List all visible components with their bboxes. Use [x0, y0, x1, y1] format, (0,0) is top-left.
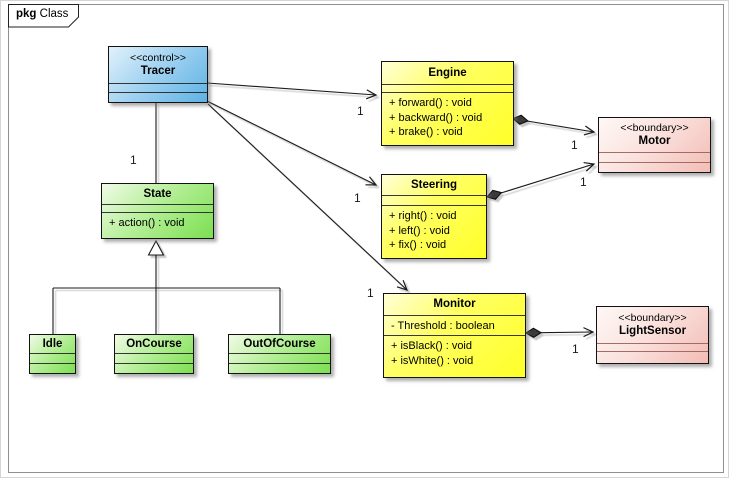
- class-name: Idle: [42, 337, 63, 350]
- class-box-state[interactable]: State + action() : void: [101, 183, 214, 239]
- tab-diagram-name: Class: [39, 8, 69, 20]
- operations-compartment: [109, 91, 207, 103]
- operation-row[interactable]: + backward() : void: [389, 111, 483, 124]
- operations-compartment: [30, 363, 75, 373]
- class-box-steering[interactable]: Steering + right() : void + left() : voi…: [381, 174, 487, 259]
- operation-row[interactable]: + brake() : void: [389, 126, 463, 138]
- attributes-compartment: [109, 82, 207, 92]
- diagram-tab: pkg Class: [8, 4, 92, 30]
- tab-label: pkg Class: [16, 8, 68, 20]
- attributes-compartment: [30, 353, 75, 363]
- class-box-outofcourse[interactable]: OutOfCourse: [228, 334, 331, 374]
- operation-row[interactable]: + right() : void: [389, 210, 457, 222]
- attributes-compartment: [597, 343, 708, 351]
- multiplicity-steering-motor: 1: [580, 175, 587, 189]
- class-name: State: [143, 187, 172, 200]
- class-box-tracer[interactable]: <<control>> Tracer: [108, 46, 208, 103]
- class-name: Motor: [638, 135, 671, 147]
- class-name: Monitor: [433, 298, 476, 310]
- class-title: State: [102, 184, 213, 204]
- attributes-compartment: [115, 353, 193, 363]
- attribute-row[interactable]: - Threshold : boolean: [391, 320, 495, 332]
- attributes-compartment: [229, 353, 330, 363]
- class-name: OutOfCourse: [243, 337, 316, 350]
- stereotype-label: <<boundary>>: [618, 312, 687, 324]
- operations-compartment: + action() : void: [102, 212, 213, 238]
- operations-compartment: + isBlack() : void + isWhite() : void: [384, 335, 525, 377]
- operation-row[interactable]: + isBlack() : void: [391, 340, 472, 352]
- multiplicity-tracer-steering: 1: [354, 191, 361, 205]
- class-box-oncourse[interactable]: OnCourse: [114, 334, 194, 374]
- multiplicity-tracer-monitor: 1: [367, 286, 374, 300]
- operation-row[interactable]: + left() : void: [389, 224, 450, 237]
- class-title: Engine: [382, 62, 513, 84]
- multiplicity-monitor-lightsensor: 1: [572, 342, 579, 356]
- class-title: <<boundary>> Motor: [599, 118, 710, 152]
- operations-compartment: + right() : void + left() : void + fix()…: [382, 205, 486, 258]
- operations-compartment: [229, 363, 330, 373]
- class-box-idle[interactable]: Idle: [29, 334, 76, 374]
- class-name: OnCourse: [126, 337, 182, 350]
- operation-row[interactable]: + fix() : void: [389, 239, 447, 251]
- operations-compartment: [599, 162, 710, 172]
- attributes-compartment: [382, 84, 513, 92]
- operation-row[interactable]: + isWhite() : void: [391, 354, 474, 367]
- class-box-lightsensor[interactable]: <<boundary>> LightSensor: [596, 306, 709, 364]
- class-name: Tracer: [140, 64, 176, 77]
- class-title: <<boundary>> LightSensor: [597, 307, 708, 343]
- class-box-motor[interactable]: <<boundary>> Motor: [598, 117, 711, 173]
- attributes-compartment: [382, 195, 486, 205]
- tab-keyword: pkg: [16, 8, 37, 20]
- attributes-compartment: - Threshold : boolean: [384, 315, 525, 335]
- class-title: OutOfCourse: [229, 335, 330, 353]
- class-box-engine[interactable]: Engine + forward() : void + backward() :…: [381, 61, 514, 146]
- operations-compartment: [115, 363, 193, 373]
- class-title: Monitor: [384, 294, 525, 315]
- attributes-compartment: [599, 152, 710, 162]
- multiplicity-engine-motor: 1: [571, 138, 578, 152]
- class-title: Steering: [382, 175, 486, 195]
- operation-row[interactable]: + action() : void: [109, 217, 185, 229]
- class-name: LightSensor: [618, 325, 687, 337]
- class-title: Idle: [30, 335, 75, 353]
- operations-compartment: + forward() : void + backward() : void +…: [382, 92, 513, 145]
- class-name: Engine: [428, 66, 467, 79]
- stereotype-label: <<control>>: [129, 51, 187, 64]
- diagram-frame: [8, 4, 724, 473]
- class-title: OnCourse: [115, 335, 193, 353]
- multiplicity-tracer-engine: 1: [357, 104, 364, 118]
- operations-compartment: [597, 351, 708, 363]
- class-box-monitor[interactable]: Monitor - Threshold : boolean + isBlack(…: [383, 293, 526, 378]
- operation-row[interactable]: + forward() : void: [389, 97, 472, 109]
- stereotype-label: <<boundary>>: [620, 122, 689, 134]
- attributes-compartment: [102, 204, 213, 212]
- class-name: Steering: [410, 178, 457, 191]
- multiplicity-tracer-state: 1: [130, 153, 137, 167]
- class-title: <<control>> Tracer: [109, 47, 207, 83]
- tab-outline: [8, 4, 79, 28]
